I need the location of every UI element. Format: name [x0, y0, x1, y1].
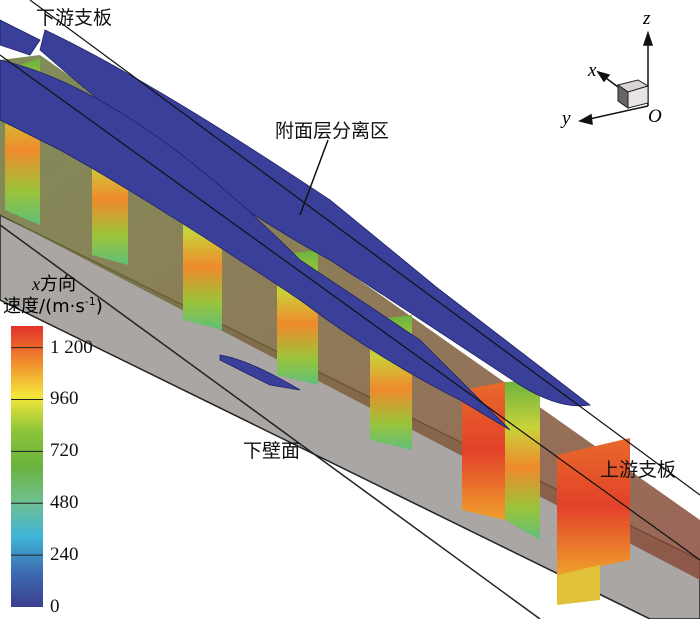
axis-z-label: z [643, 8, 651, 29]
axis-y-label: y [562, 108, 571, 129]
axis-triad [577, 30, 654, 125]
colorbar-title-line1: x方向 [32, 274, 76, 295]
label-upstream-strut: 上游支板 [600, 459, 677, 481]
colorbar-tick-label: 720 [50, 440, 79, 462]
label-lower-wall: 下壁面 [243, 440, 301, 462]
label-separation-zone: 附面层分离区 [275, 120, 390, 142]
colorbar-tick-label: 480 [50, 492, 79, 514]
colorbar-title-line2: 速度/(m·s-1) [3, 295, 103, 317]
axis-x-label: x [588, 60, 597, 81]
colorbar-gradient [11, 326, 43, 607]
lower-wall-edge [0, 224, 541, 619]
separation-leader-line [299, 139, 329, 216]
colorbar-tick-label: 240 [50, 544, 79, 566]
colorbar [11, 326, 43, 607]
axis-origin-label: O [648, 106, 662, 127]
label-downstream-strut: 下游支板 [36, 7, 113, 29]
colorbar-tick-label: 0 [50, 596, 60, 617]
colorbar-tick-label: 960 [50, 388, 79, 410]
colorbar-tick-label: 1 200 [50, 336, 93, 358]
